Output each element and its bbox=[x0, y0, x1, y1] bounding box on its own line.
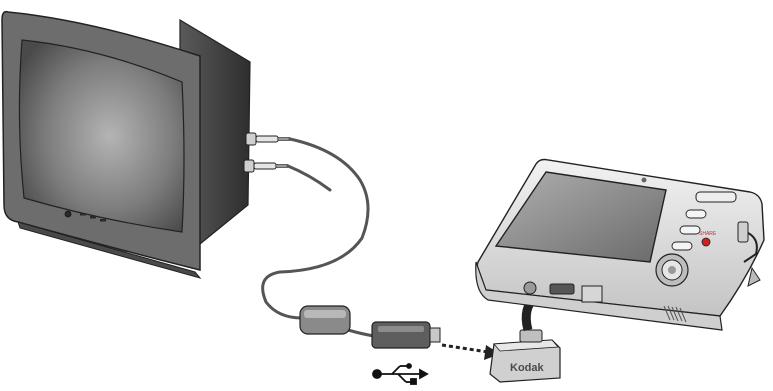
ferrite-bead bbox=[300, 306, 350, 334]
tripod-socket bbox=[524, 282, 536, 294]
camera-dpad bbox=[656, 254, 688, 286]
camera-side-latch bbox=[738, 222, 748, 242]
camera: SHARE bbox=[476, 160, 764, 331]
usb-icon bbox=[373, 364, 427, 384]
camera-button bbox=[686, 210, 706, 218]
dock-port bbox=[550, 284, 574, 294]
av-plug-lower bbox=[244, 160, 288, 172]
share-button-label: SHARE bbox=[699, 231, 717, 237]
share-button bbox=[702, 238, 710, 246]
av-plugs bbox=[244, 133, 290, 172]
dock-brand-label: Kodak bbox=[510, 362, 545, 374]
camera-zoom-control bbox=[696, 192, 736, 202]
camera-indicator bbox=[642, 178, 647, 183]
tv-power-button bbox=[65, 211, 71, 217]
tv-front-control bbox=[80, 213, 86, 216]
kodak-dock: Kodak bbox=[490, 330, 560, 382]
battery-door bbox=[582, 286, 602, 302]
tv-front-control bbox=[90, 216, 96, 219]
tv-front-control bbox=[100, 219, 106, 222]
av-plug-upper bbox=[246, 133, 290, 145]
usb-connector bbox=[372, 322, 440, 348]
television bbox=[2, 12, 250, 278]
camera-screen bbox=[496, 172, 666, 262]
camera-button bbox=[680, 226, 700, 234]
camera-strap bbox=[748, 268, 760, 286]
camera-button bbox=[672, 242, 692, 250]
insert-arrow bbox=[442, 345, 500, 360]
